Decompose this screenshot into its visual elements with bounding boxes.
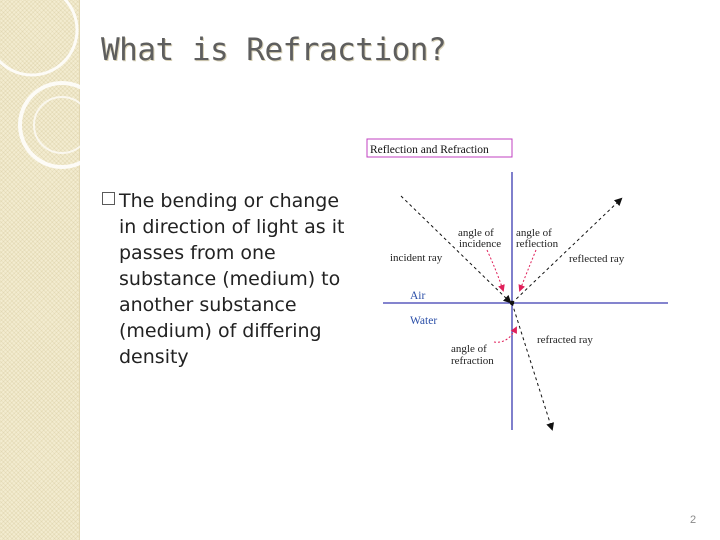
label-reflection: reflection — [516, 238, 559, 250]
label-angle-of-refraction-1: angle of — [451, 343, 487, 355]
angle-of-incidence-arrow — [486, 249, 505, 292]
label-refraction: refraction — [451, 355, 494, 367]
slide-number: 2 — [690, 514, 697, 526]
label-angle-of-incidence-1: angle of — [458, 227, 494, 239]
label-reflected-ray: reflected ray — [569, 253, 625, 265]
label-refracted-ray: refracted ray — [537, 334, 593, 346]
angle-of-reflection-arrow — [518, 249, 537, 292]
slide-title: What is Refraction? — [101, 32, 447, 68]
label-air: Air — [410, 290, 426, 302]
bullet-text: The bending or change in direction of li… — [119, 190, 345, 368]
label-incidence: incidence — [459, 238, 501, 250]
diagram-caption: Reflection and Refraction — [370, 144, 489, 156]
reflected-ray — [511, 197, 623, 304]
label-water: Water — [410, 315, 437, 327]
bullet-marker-icon — [102, 192, 115, 205]
decorative-circles — [0, 0, 106, 169]
refracted-ray — [511, 302, 554, 431]
label-angle-of-reflection-1: angle of — [516, 227, 552, 239]
angle-of-refraction-arrow — [493, 326, 517, 343]
incident-ray — [400, 195, 512, 304]
label-incident-ray: incident ray — [390, 252, 443, 264]
diagram-caption-box — [366, 138, 513, 158]
point-of-incidence — [509, 300, 515, 306]
